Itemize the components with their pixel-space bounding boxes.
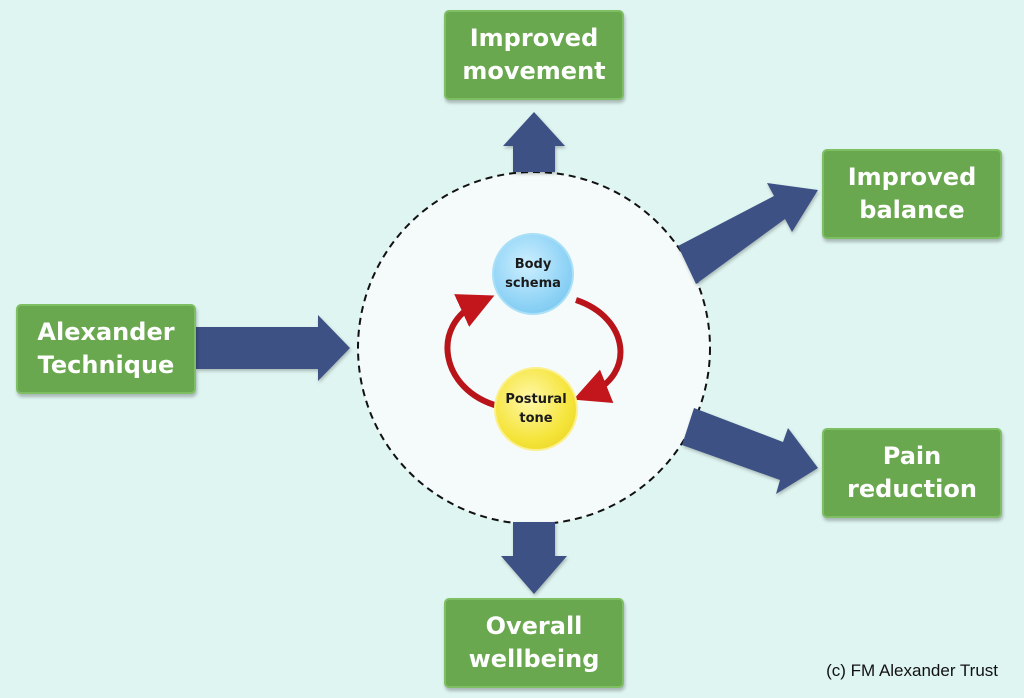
cycle-arrow-left bbox=[444, 294, 499, 409]
overall-wellbeing-box: Overall wellbeing bbox=[444, 598, 624, 688]
improved-movement-line1: Improved bbox=[469, 24, 599, 52]
pain-reduction-box: Pain reduction bbox=[822, 428, 1002, 518]
improved-balance-box: Improved balance bbox=[822, 149, 1002, 239]
arrow-core-to-wellbeing bbox=[501, 522, 567, 594]
arrow-core-to-balance bbox=[678, 183, 818, 284]
copyright-credit: (c) FM Alexander Trust bbox=[826, 661, 998, 680]
overall-wellbeing-line2: wellbeing bbox=[468, 645, 600, 673]
body-schema-node: Body schema bbox=[492, 233, 574, 315]
postural-tone-node: Postural tone bbox=[494, 367, 578, 451]
alexander-technique-box: Alexander Technique bbox=[16, 304, 196, 394]
body-schema-line2: schema bbox=[505, 276, 561, 291]
pain-reduction-line1: Pain bbox=[882, 442, 942, 470]
cycle-arrow-right bbox=[573, 297, 624, 404]
overall-wellbeing-line1: Overall bbox=[485, 612, 583, 640]
improved-balance-line1: Improved bbox=[847, 163, 977, 191]
alexander-technique-line1: Alexander bbox=[37, 318, 175, 346]
postural-tone-line1: Postural bbox=[505, 392, 567, 407]
arrow-core-to-pain bbox=[682, 408, 818, 494]
alexander-technique-line2: Technique bbox=[37, 351, 175, 379]
arrow-core-to-movement bbox=[503, 112, 565, 172]
improved-balance-line2: balance bbox=[859, 196, 965, 224]
improved-movement-box: Improved movement bbox=[444, 10, 624, 100]
arrow-technique-to-core bbox=[196, 315, 350, 381]
central-circle bbox=[357, 171, 711, 525]
postural-tone-line2: tone bbox=[519, 411, 553, 426]
improved-movement-line2: movement bbox=[462, 57, 606, 85]
body-schema-line1: Body bbox=[514, 257, 552, 272]
pain-reduction-line2: reduction bbox=[847, 475, 977, 503]
